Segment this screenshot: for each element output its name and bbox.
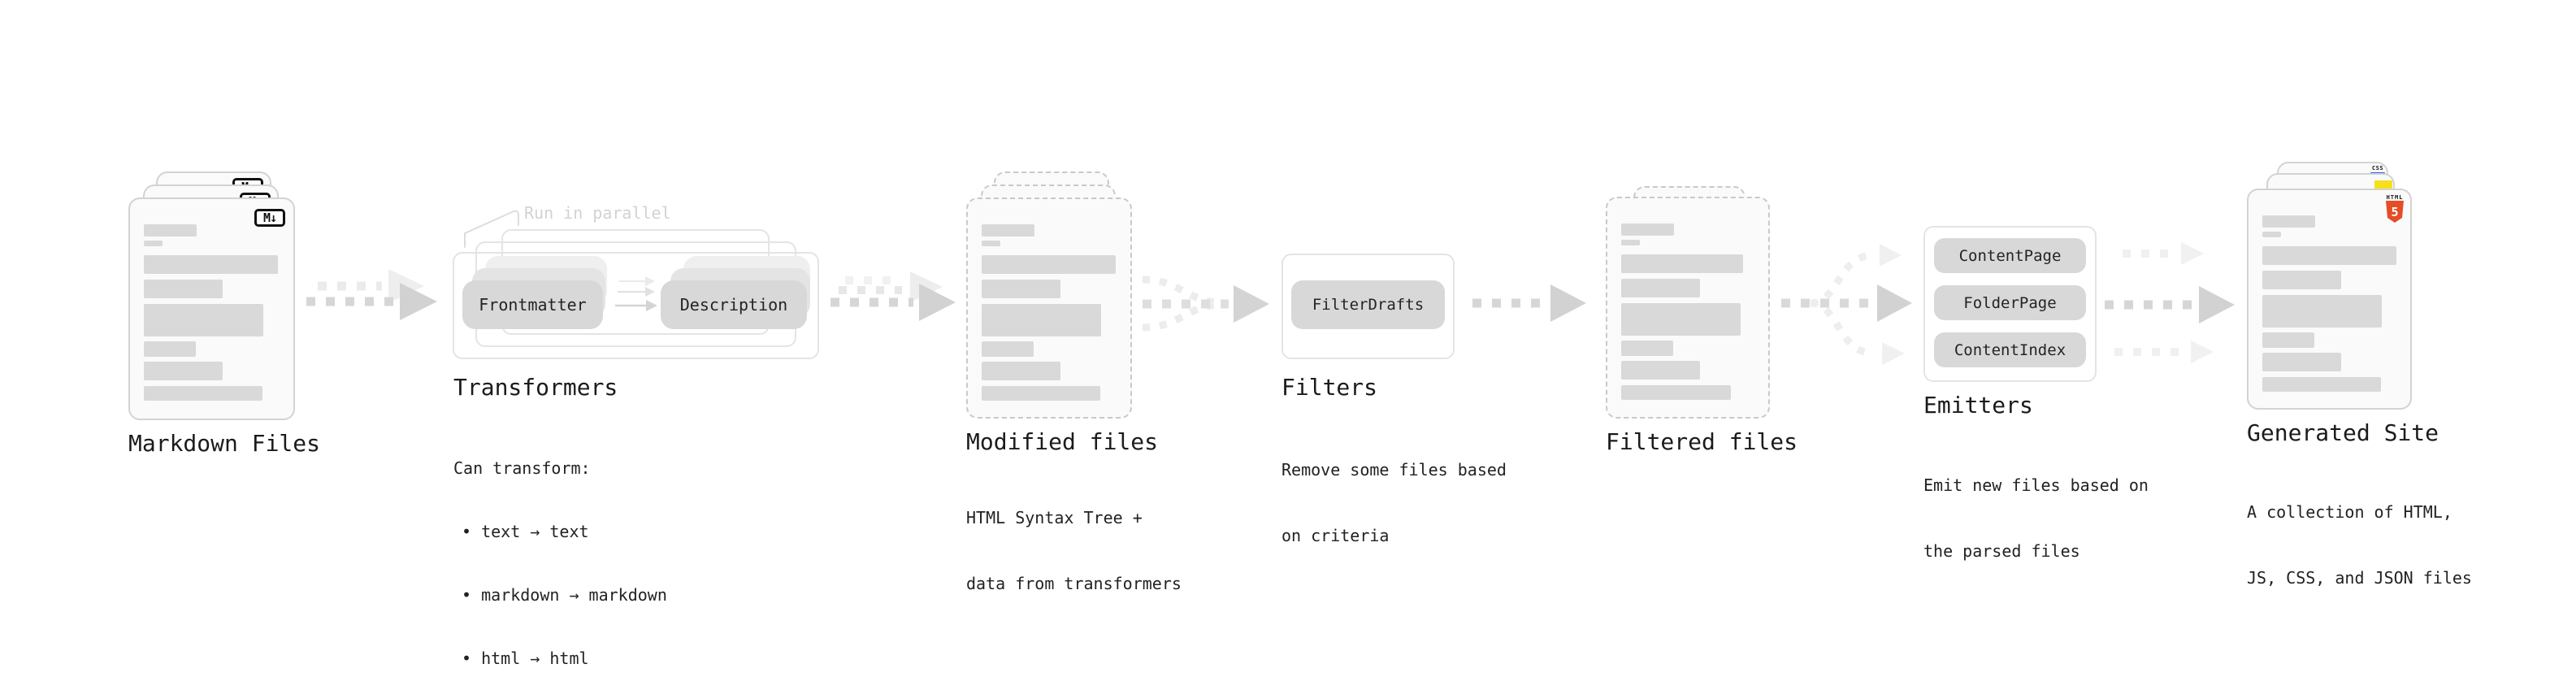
skeleton-bar <box>982 386 1100 401</box>
section-modified-files <box>966 171 1137 423</box>
markdown-icon: M↓ <box>254 209 285 227</box>
css-icon-label: CSS <box>2371 165 2384 171</box>
skeleton-bar <box>2262 332 2314 348</box>
emitters-desc-line: the parsed files <box>1923 541 2080 561</box>
generated-site-description: A collection of HTML, JS, CSS, and JSON … <box>2247 458 2472 611</box>
filters-box <box>1281 254 1455 359</box>
generated-desc-line: A collection of HTML, <box>2247 502 2452 522</box>
transformer-box-front <box>453 252 819 359</box>
section-filters: FilterDrafts <box>1281 254 1455 359</box>
filtered-doc-front <box>1606 197 1770 419</box>
skeleton-bar <box>144 386 262 401</box>
folderpage-pill: FolderPage <box>1934 285 2086 320</box>
skeleton-bar <box>1621 303 1741 336</box>
skeleton-bar <box>1621 254 1743 273</box>
skeleton-bar <box>1621 341 1673 356</box>
generated-site-title: Generated Site <box>2247 419 2439 446</box>
contentpage-pill: ContentPage <box>1934 238 2086 273</box>
skeleton-bar <box>2262 246 2396 265</box>
contentindex-pill: ContentIndex <box>1934 332 2086 367</box>
skeleton-bar <box>2262 353 2341 371</box>
skeleton-bar <box>2262 232 2281 237</box>
skeleton-bar <box>2262 215 2315 228</box>
skeleton-bar <box>2262 271 2341 289</box>
transformers-description: Can transform: • text → text • markdown … <box>453 415 667 690</box>
skeleton-bar <box>144 280 223 298</box>
run-in-parallel-note: Run in parallel <box>524 203 671 223</box>
section-generated-site: CSS HTML 5 <box>2247 162 2418 414</box>
section-emitters: ContentPage FolderPage ContentIndex <box>1923 226 2097 382</box>
filters-desc-line: Remove some files based <box>1281 460 1507 480</box>
emitters-box <box>1923 226 2097 382</box>
skeleton-bar <box>1621 223 1674 236</box>
transformers-title: Transformers <box>453 374 618 401</box>
html5-icon: HTML 5 <box>2385 194 2405 225</box>
emitters-desc-line: Emit new files based on <box>1923 475 2149 495</box>
arrow-filters-to-filtered <box>1472 284 1586 322</box>
skeleton-bar <box>1621 361 1700 380</box>
js-icon <box>2374 180 2392 191</box>
filters-title: Filters <box>1281 374 1378 401</box>
skeleton-bar <box>1621 385 1731 400</box>
skeleton-bar <box>982 224 1034 237</box>
section-transformers: Frontmatter Description <box>453 229 822 363</box>
filters-description: Remove some files based on criteria <box>1281 415 1507 569</box>
arrow-filtered-to-emitters <box>1781 244 1912 365</box>
html5-icon-shield: 5 <box>2386 201 2404 223</box>
filtered-files-title: Filtered files <box>1606 428 1798 455</box>
skeleton-bar <box>144 241 163 246</box>
skeleton-bar <box>144 224 197 237</box>
frontmatter-pill: Frontmatter <box>462 280 603 329</box>
description-pill: Description <box>661 280 807 329</box>
modified-desc-line: data from transformers <box>966 574 1182 593</box>
generated-doc-html: HTML 5 <box>2247 189 2412 410</box>
modified-files-title: Modified files <box>966 428 1159 455</box>
skeleton-bar <box>1621 279 1700 297</box>
html5-icon-number: 5 <box>2391 205 2399 219</box>
filterdrafts-pill: FilterDrafts <box>1291 280 1445 329</box>
section-markdown-files: M↓ M↓ M↓ <box>128 171 299 423</box>
skeleton-bar <box>982 280 1060 298</box>
arrow-markdown-to-transformers <box>306 269 437 320</box>
modified-desc-line: HTML Syntax Tree + <box>966 508 1143 527</box>
skeleton-bar <box>982 255 1116 274</box>
html5-icon-label: HTML <box>2386 194 2404 201</box>
modified-doc-front <box>966 197 1132 419</box>
skeleton-bar <box>144 341 196 357</box>
skeleton-bar <box>982 304 1101 336</box>
skeleton-bar <box>2262 295 2382 328</box>
transformers-bullet: • html → html <box>462 649 589 668</box>
emitters-description: Emit new files based on the parsed files <box>1923 431 2149 584</box>
skeleton-bar <box>144 255 278 274</box>
modified-files-description: HTML Syntax Tree + data from transformer… <box>966 463 1182 617</box>
skeleton-bar <box>144 304 263 336</box>
skeleton-bar <box>982 241 1000 246</box>
filters-desc-line: on criteria <box>1281 526 1390 545</box>
skeleton-bar <box>144 362 223 380</box>
markdown-files-title: Markdown Files <box>128 430 321 457</box>
arrow-modified-to-filters <box>1142 276 1269 332</box>
transformers-bullet: • text → text <box>462 522 589 541</box>
markdown-doc-front: M↓ <box>128 197 295 420</box>
arrow-emitters-to-generated <box>2105 242 2235 363</box>
arrow-transformers-to-modified <box>830 271 956 321</box>
section-filtered-files <box>1606 186 1776 426</box>
skeleton-bar <box>1621 240 1640 245</box>
skeleton-bar <box>982 362 1060 380</box>
transformers-desc-line: Can transform: <box>453 458 591 478</box>
emitters-title: Emitters <box>1923 392 2033 419</box>
transformers-bullet: • markdown → markdown <box>462 585 667 605</box>
skeleton-bar <box>982 341 1034 357</box>
generated-desc-line: JS, CSS, and JSON files <box>2247 568 2472 588</box>
skeleton-bar <box>2262 377 2381 392</box>
